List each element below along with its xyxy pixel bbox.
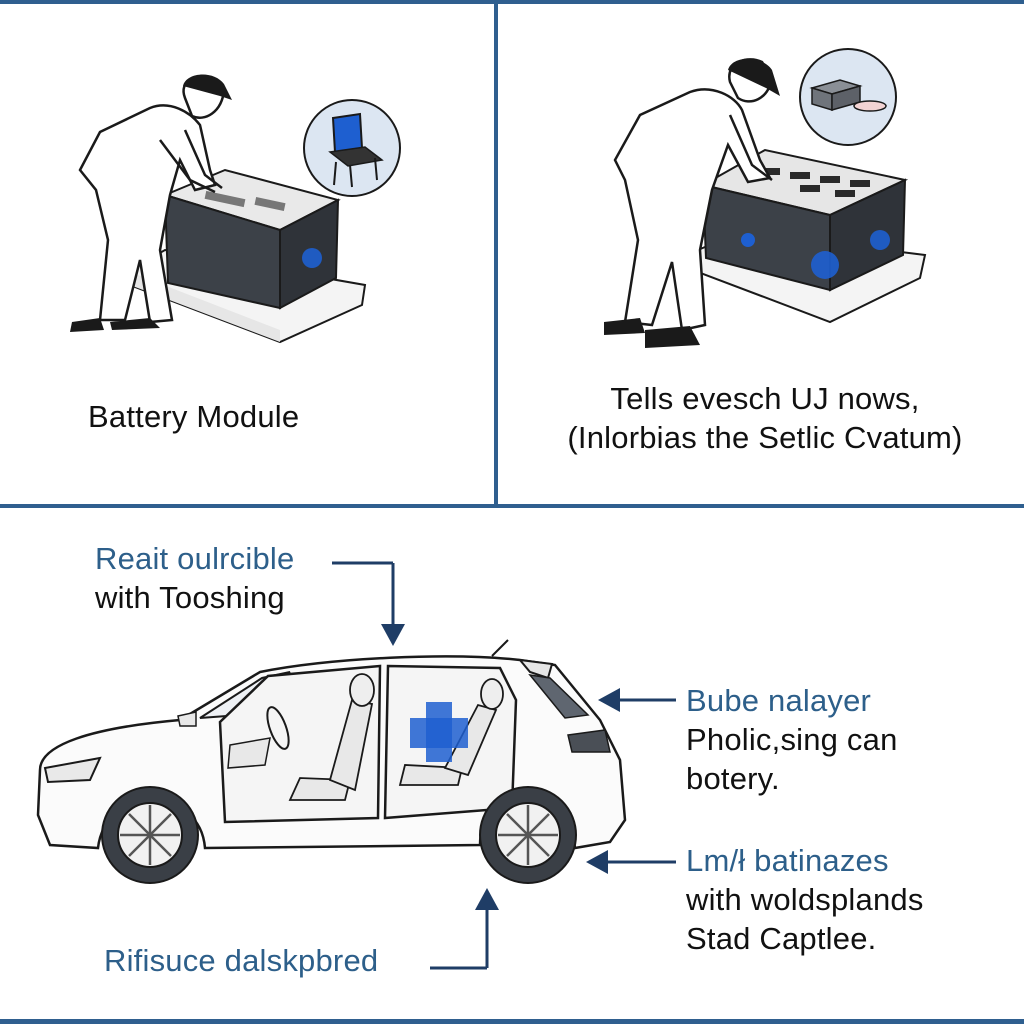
top-right-illustration [604, 48, 927, 348]
rear-wheel [479, 786, 577, 884]
callout-bottom-line-1: Rifisuce dalskpbred [104, 943, 379, 978]
callout-right-lower-line-2: with woldsplands [686, 881, 924, 917]
callout-right-lower-line-1: Lm/ł batinazes [686, 843, 889, 878]
battery-module-icon [799, 48, 897, 146]
callout-right-upper-line-2: Pholic,sing can [686, 721, 898, 757]
callout-arrows [332, 561, 676, 970]
laptop-icon [303, 99, 401, 197]
car-illustration [36, 639, 627, 884]
top-right-caption: Tells evesch UJ nows, (Inlorbias the Set… [520, 380, 1010, 458]
callout-right-upper-line-1: Bube nalayer [686, 683, 872, 718]
top-right-caption-line-2: (Inlorbias the Setlic Cvatum) [567, 419, 963, 455]
top-left-illustration [70, 74, 401, 344]
front-wheel [101, 786, 199, 884]
callout-right-upper: Bube nalayer Pholic,sing can botery. [686, 682, 898, 798]
callout-bottom: Rifisuce dalskpbred [104, 942, 378, 981]
callout-top-line-2: with Tooshing [95, 579, 285, 615]
frame-vertical-divider [494, 0, 498, 506]
callout-top: Reait oulrcible with Tooshing [95, 540, 294, 618]
frame-horizontal-divider [0, 504, 1024, 508]
frame-bottom [0, 1019, 1024, 1024]
frame-top [0, 0, 1024, 4]
callout-right-upper-line-3: botery. [686, 760, 780, 796]
battery-module-caption: Battery Module [88, 399, 300, 434]
callout-right-lower: Lm/ł batinazes with woldsplands Stad Cap… [686, 842, 924, 958]
callout-top-line-1: Reait oulrcible [95, 541, 295, 576]
top-right-caption-line-1: Tells evesch UJ nows, [610, 381, 920, 416]
callout-right-lower-line-3: Stad Captlee. [686, 920, 877, 956]
